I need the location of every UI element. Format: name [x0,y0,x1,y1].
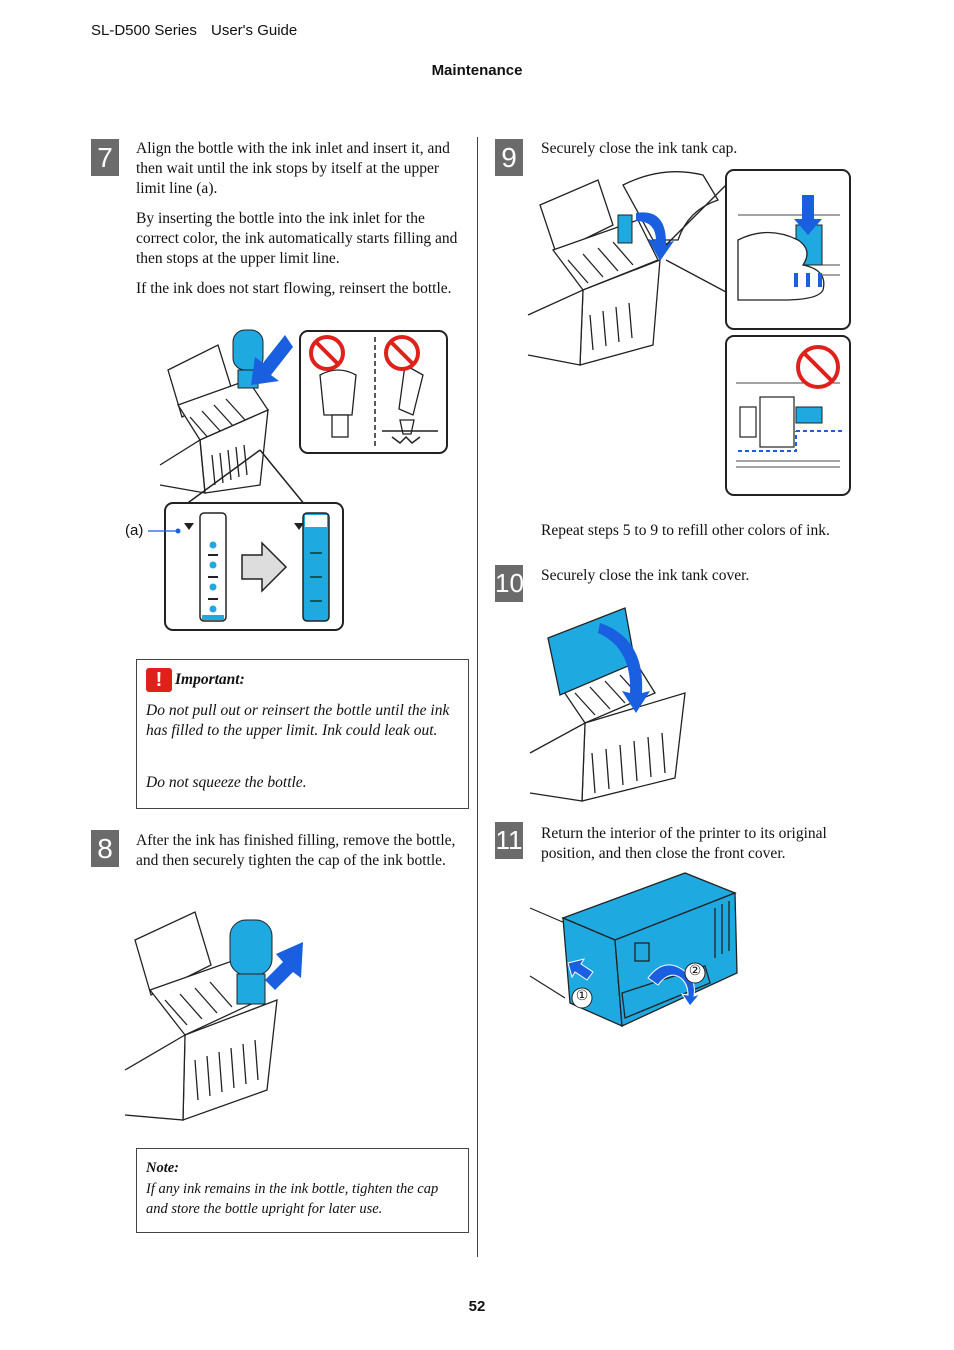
step9-para1: Securely close the ink tank cap. [541,140,738,157]
finger-drawing [737,231,825,301]
squeeze-hand-drawing [319,369,357,438]
right-arrow-icon [241,541,288,593]
step10-illustration [529,607,686,802]
prohibit-icon [309,335,345,371]
ink-tank-drawing [159,344,269,494]
ink-level-before [199,512,227,622]
step9-after-text: Repeat steps 5 to 9 to refill other colo… [541,522,830,539]
marker-2: ② [688,963,702,979]
important-icon: ! [146,668,172,692]
column-divider [477,137,478,1257]
prohibit-icon [796,345,840,389]
marker-1: ① [575,988,589,1004]
note-text: If any ink remains in the ink bottle, ti… [146,1181,439,1217]
step11-illustration [529,872,738,1028]
header-guide: User's Guide [211,22,298,39]
down-arrow-icon [794,195,822,235]
step10-para1: Securely close the ink tank cover. [541,567,750,584]
curved-arrow-icon [636,212,674,261]
press-lines-icon [794,273,822,287]
step-number-10: 10 [495,565,524,602]
step-number-11: 11 [495,822,523,859]
step7-para1: Align the bottle with the ink inlet and … [136,140,450,197]
step8-para1: After the ink has finished filling, remo… [136,832,456,869]
important-title: Important: [175,671,245,688]
step-number-9: 9 [495,139,523,176]
ink-bottle-icon [229,919,273,1005]
step-number-7: 7 [91,139,119,176]
important-box: ! Important: Do not pull out or reinsert… [136,659,469,809]
prohibit-icon [384,335,420,371]
callout-label-a: (a) [125,522,144,539]
down-arrow-icon [251,335,293,385]
ink-tank-cap-icon [617,214,633,244]
note-box: Note: If any ink remains in the ink bott… [136,1148,469,1233]
page-number: 52 [468,1298,486,1315]
step7-illustration [148,329,448,631]
ink-level-after [302,512,330,622]
important-line1: Do not pull out or reinsert the bottle u… [146,702,450,739]
step11-para1: Return the interior of the printer to it… [541,825,827,862]
section-title: Maintenance [431,62,523,79]
note-title: Note: [146,1160,180,1176]
up-arrow-icon [265,942,303,990]
step7-para2: By inserting the bottle into the ink inl… [136,210,458,267]
header-series: SL-D500 Series [91,22,197,39]
unsealed-cap-drawing [739,396,795,448]
step9-illustration [527,169,851,496]
step7-para3: If the ink does not start flowing, reins… [136,280,452,297]
step-number-8: 8 [91,830,119,867]
important-line2: Do not squeeze the bottle. [146,774,307,791]
step8-illustration [124,911,303,1121]
curved-arrow-icon [598,623,650,713]
left-arrow-icon [567,958,594,981]
ink-tank-cap-icon [795,406,823,424]
gap-indicator-line [738,430,844,452]
